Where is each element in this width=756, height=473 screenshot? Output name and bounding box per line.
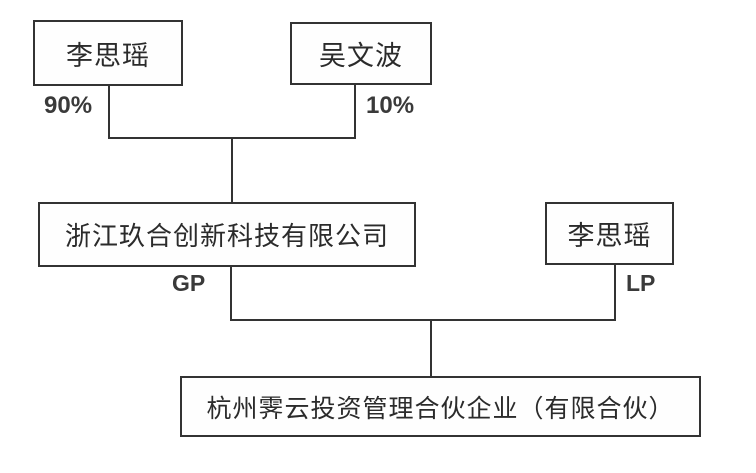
connector-to-gp-company [231,137,233,203]
node-shareholder-wu-wenbo: 吴文波 [290,22,432,85]
node-limited-partnership: 杭州霁云投资管理合伙企业（有限合伙） [180,376,701,437]
connector-gp-company-down [230,267,232,320]
connector-lp-person-down [614,265,616,320]
ownership-percent-label-10: 10% [366,92,415,119]
node-gp-company: 浙江玖合创新科技有限公司 [38,202,416,267]
connector-shareholder2-down [354,85,356,138]
connector-shareholder1-down [108,86,110,138]
gp-role-label: GP [172,270,206,296]
node-lp-li-siyao: 李思瑶 [545,202,674,265]
connector-gp-lp-join [230,319,616,321]
node-shareholder-li-siyao: 李思瑶 [33,20,183,86]
connector-to-partnership [430,319,432,377]
lp-role-label: LP [626,270,656,296]
ownership-percent-label-90: 90% [44,92,93,119]
